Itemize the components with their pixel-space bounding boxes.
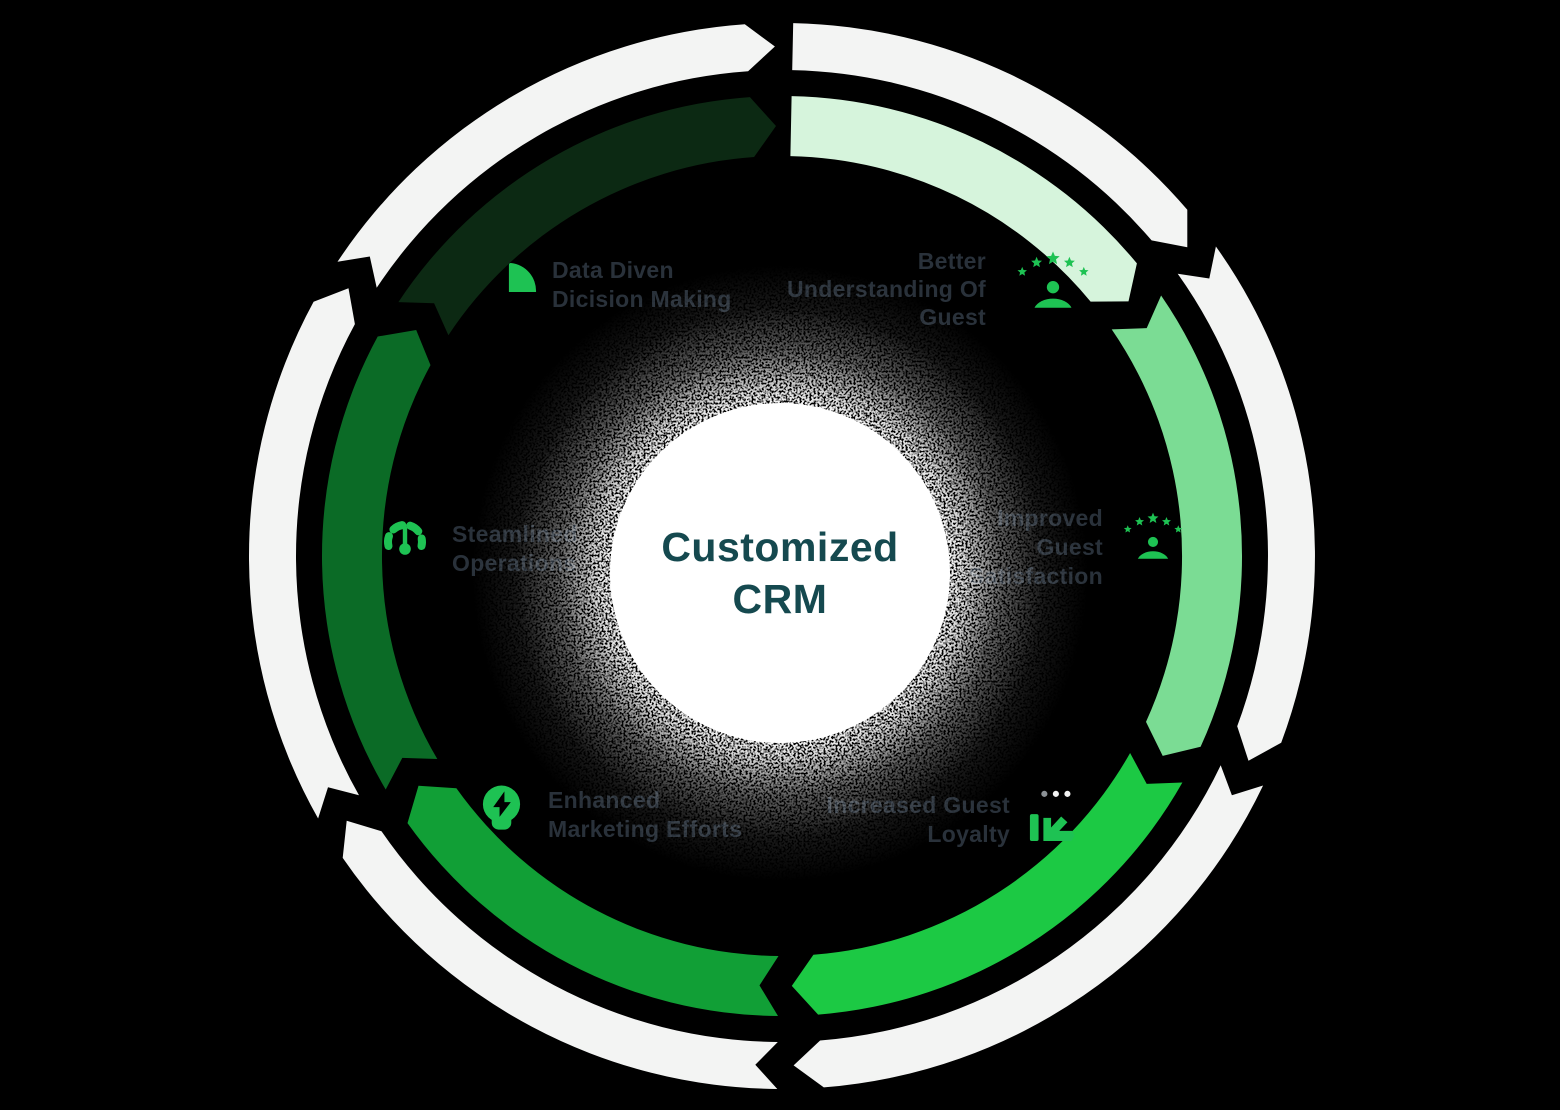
label-line: Marketing Efforts	[548, 816, 743, 842]
label-data-driven-decision-making: Data Diven Dicision Making	[552, 256, 732, 314]
outer-ring-segment-6	[337, 24, 775, 288]
label-line: Satisfaction	[969, 563, 1103, 589]
label-line: Steamlined	[452, 521, 578, 547]
outer-ring-segment-1	[792, 23, 1188, 248]
inner-ring-segment-5	[321, 330, 438, 790]
center-title: Customized CRM	[661, 521, 898, 625]
label-better-understanding-of-guest: Better Understanding Of Guest	[787, 247, 986, 331]
outer-ring-segment-4	[342, 820, 778, 1089]
outer-ring-segment-3	[793, 765, 1264, 1088]
label-enhanced-marketing-efforts: Enhanced Marketing Efforts	[548, 786, 742, 844]
label-line: Improved	[997, 505, 1103, 531]
dot	[1052, 790, 1059, 797]
center-circle: Customized CRM	[610, 403, 950, 743]
label-line: Dicision Making	[552, 286, 732, 312]
center-title-line: Customized	[661, 524, 899, 570]
guest-stars-icon	[1123, 512, 1183, 559]
guest-stars-icon	[1017, 251, 1089, 308]
label-line: Loyalty	[927, 821, 1010, 847]
label-increased-guest-loyalty: Increased Guest Loyalty	[827, 791, 1010, 849]
inner-ring-segment-1	[790, 96, 1137, 302]
pie-quarter-icon	[508, 262, 537, 293]
label-streamlined-operations: Steamlined Operations	[452, 520, 578, 578]
label-line: Guest	[919, 304, 986, 330]
label-line: Understanding Of	[786, 276, 986, 302]
label-improved-guest-satisfaction: Improved Guest Satisfaction	[969, 504, 1103, 591]
label-line: Increased Guest	[826, 792, 1010, 818]
hand-receive-icon	[1029, 790, 1075, 841]
label-line: Enhanced	[548, 787, 661, 813]
dot	[1064, 790, 1071, 797]
dot	[1041, 790, 1048, 797]
outer-ring-segment-5	[249, 288, 359, 819]
outer-ring-segment-2	[1177, 246, 1315, 761]
inner-ring-segment-2	[1111, 295, 1243, 756]
label-line: Guest	[1036, 534, 1103, 560]
label-line: Operations	[452, 550, 577, 576]
label-line: Better	[917, 248, 986, 274]
center-title-line: CRM	[732, 576, 828, 622]
gauge-icon	[384, 520, 426, 555]
label-line: Data Diven	[552, 257, 674, 283]
bulb-bolt-icon	[482, 785, 521, 830]
